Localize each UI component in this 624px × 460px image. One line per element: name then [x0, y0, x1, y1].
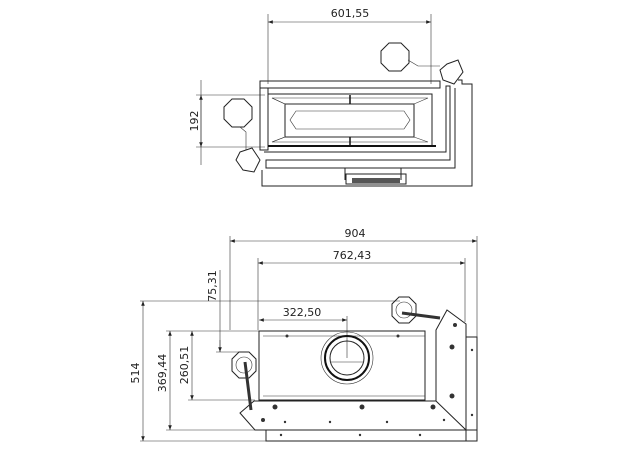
dim-label-height-b: 260,51	[178, 346, 191, 385]
dim-label-width: 601,55	[331, 7, 370, 20]
dim-label-flue-offset: 322,50	[283, 306, 322, 319]
flue-collar	[324, 335, 370, 381]
octagon-valve-right	[391, 296, 417, 324]
dim-label-height-a: 369,44	[156, 354, 169, 393]
side-panel	[239, 309, 467, 431]
front-view: 904 762,43 322,50 75,31 514 369,44 260,5…	[129, 227, 478, 442]
octagon-valve-left	[231, 351, 257, 379]
dim-label-overall-height: 514	[129, 363, 142, 384]
octagon-valve-left	[223, 98, 253, 128]
dim-label-top-offset: 75,31	[206, 270, 219, 302]
top-view: 601,55 192	[188, 7, 473, 187]
bracket-right	[439, 59, 464, 85]
bracket-left	[235, 147, 261, 173]
octagon-valve-top	[380, 42, 410, 72]
dim-label-inner-width: 762,43	[333, 249, 372, 262]
base-plate	[265, 429, 478, 442]
dim-label-depth: 192	[188, 111, 201, 132]
firebox-body	[258, 330, 426, 401]
dim-label-overall-width: 904	[345, 227, 366, 240]
